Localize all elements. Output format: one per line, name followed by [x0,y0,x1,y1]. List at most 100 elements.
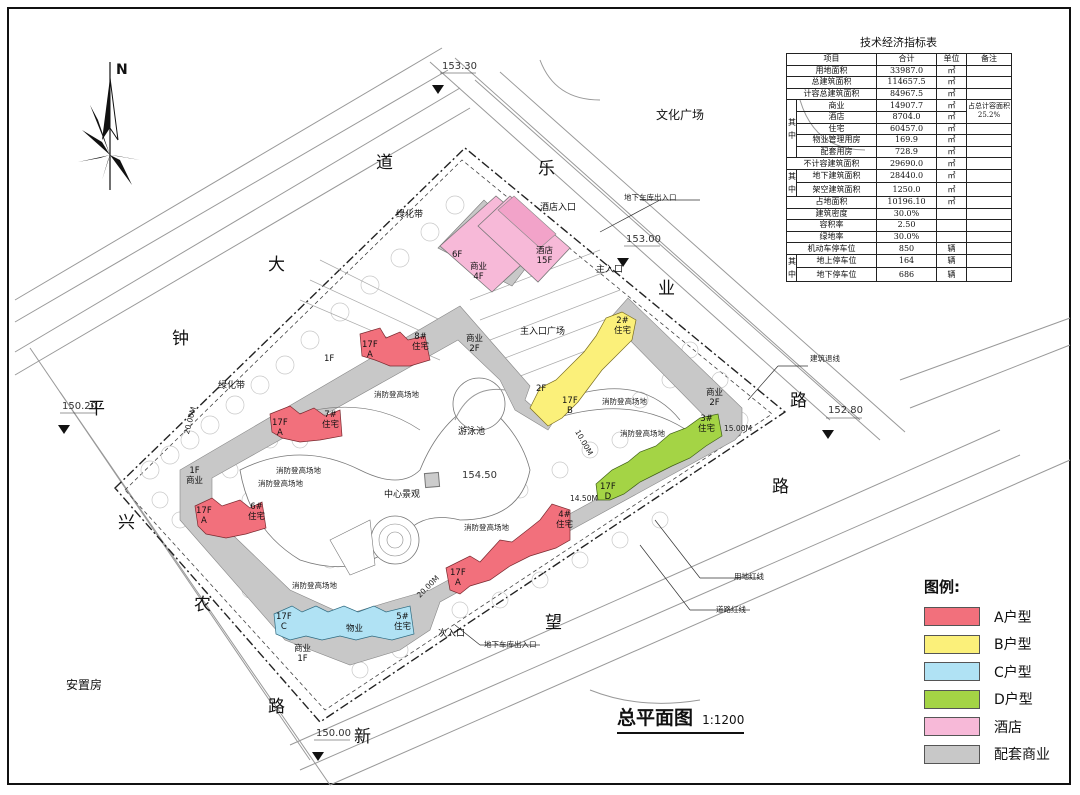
main-entry-label: 主入口 [596,265,624,275]
north-label: N [116,62,128,78]
building-6-label: 6#住宅 [248,502,266,522]
green-belt-label-1: 绿化带 [396,210,424,220]
b-type-building [529,311,637,427]
legend-item-commercial: 配套商业 [924,741,1074,769]
road-name-ye: 业 [658,279,675,299]
plan-scale: 1:1200 [702,713,745,727]
legend-label-b: B户型 [994,637,1032,654]
legend-swatch-c [924,662,980,682]
road-redline-label: 道路红线 [716,605,746,614]
road-name-wang: 望 [545,613,562,633]
legend-item-c: C户型 [924,658,1074,686]
table-header-row: 项目 合计 单位 备注 [786,53,1012,66]
podium-1f-label: 1F [324,354,335,364]
fire-area-label-7: 消防登高场地 [620,429,665,438]
legend-title: 图例: [924,578,960,596]
group-label-2: 其中 [786,168,797,197]
road-name-zhong: 钟 [172,329,189,349]
building-3-label: 3#住宅 [698,414,716,434]
garage-entry-label-2: 地下车库出入口 [484,640,537,649]
legend-swatch-a [924,607,980,627]
road-name-nong: 农 [194,595,211,615]
culture-square-label: 文化广场 [656,108,705,122]
land-redline-label: 用地红线 [734,572,764,581]
legend-swatch-d [924,689,980,709]
building-2-label: 2#住宅 [614,316,632,336]
landscape [239,377,701,576]
legend-label-hotel: 酒店 [994,719,1022,736]
legend-label-d: D户型 [994,692,1033,709]
building-5-label: 5#住宅 [394,612,412,632]
a-type-buildings [194,327,571,595]
legend-item-a: A户型 [924,603,1074,631]
dim-label-3: 15.00M [724,424,752,433]
side-entry-label: 次入口 [438,629,466,639]
hotel-building [437,195,571,293]
c-type-building [273,605,415,641]
setback-line [124,159,773,711]
elevation-markers [58,72,862,761]
d-type-building [595,413,723,501]
legend-label-a: A户型 [994,609,1032,626]
setback-line-label: 建筑退线 [810,354,840,363]
legend-swatch-commercial [924,744,980,764]
fire-area-label-2: 消防登高场地 [276,466,321,475]
road-name-xing: 兴 [118,513,135,533]
hotel-entry-label: 酒店入口 [540,203,577,213]
legend-label-commercial: 配套商业 [994,747,1050,764]
dim-label-2: 14.50M [570,494,598,503]
hotel-6f-label: 6F [452,250,463,260]
building-7-label: 7#住宅 [322,410,340,430]
fire-area-label-5: 消防登高场地 [464,523,509,532]
plan-title-block: 总平面图 1:1200 [617,703,745,734]
elevation-150-00: 150.00 [316,728,351,739]
north-arrow [78,62,140,190]
fire-area-label-4: 消防登高场地 [292,581,337,590]
elevation-153-00: 153.00 [626,234,661,245]
central-landscape-label: 中心景观 [384,490,421,500]
header-item: 项目 [786,53,877,66]
fire-area-label-3: 消防登高场地 [258,479,303,488]
road-name-lu-1: 路 [790,391,807,411]
road-name-dao: 道 [376,153,393,173]
leader-lines [454,199,808,646]
building-4-label: 4#住宅 [556,510,574,530]
entry-plaza-label: 主入口广场 [520,327,566,337]
elevation-153-30: 153.30 [442,61,477,72]
podium-2f-label: 2F [536,384,547,394]
elevation-154-50: 154.50 [462,470,497,481]
green-belt-label-2: 绿化带 [218,381,246,391]
elevation-150-20: 150.20 [62,401,97,412]
road-name-le: 乐 [538,159,555,179]
road-name-xin: 新 [354,727,371,747]
road-name-lu-3: 路 [268,697,285,717]
road-name-ping: 平 [88,399,105,419]
commercial-band [179,297,743,666]
